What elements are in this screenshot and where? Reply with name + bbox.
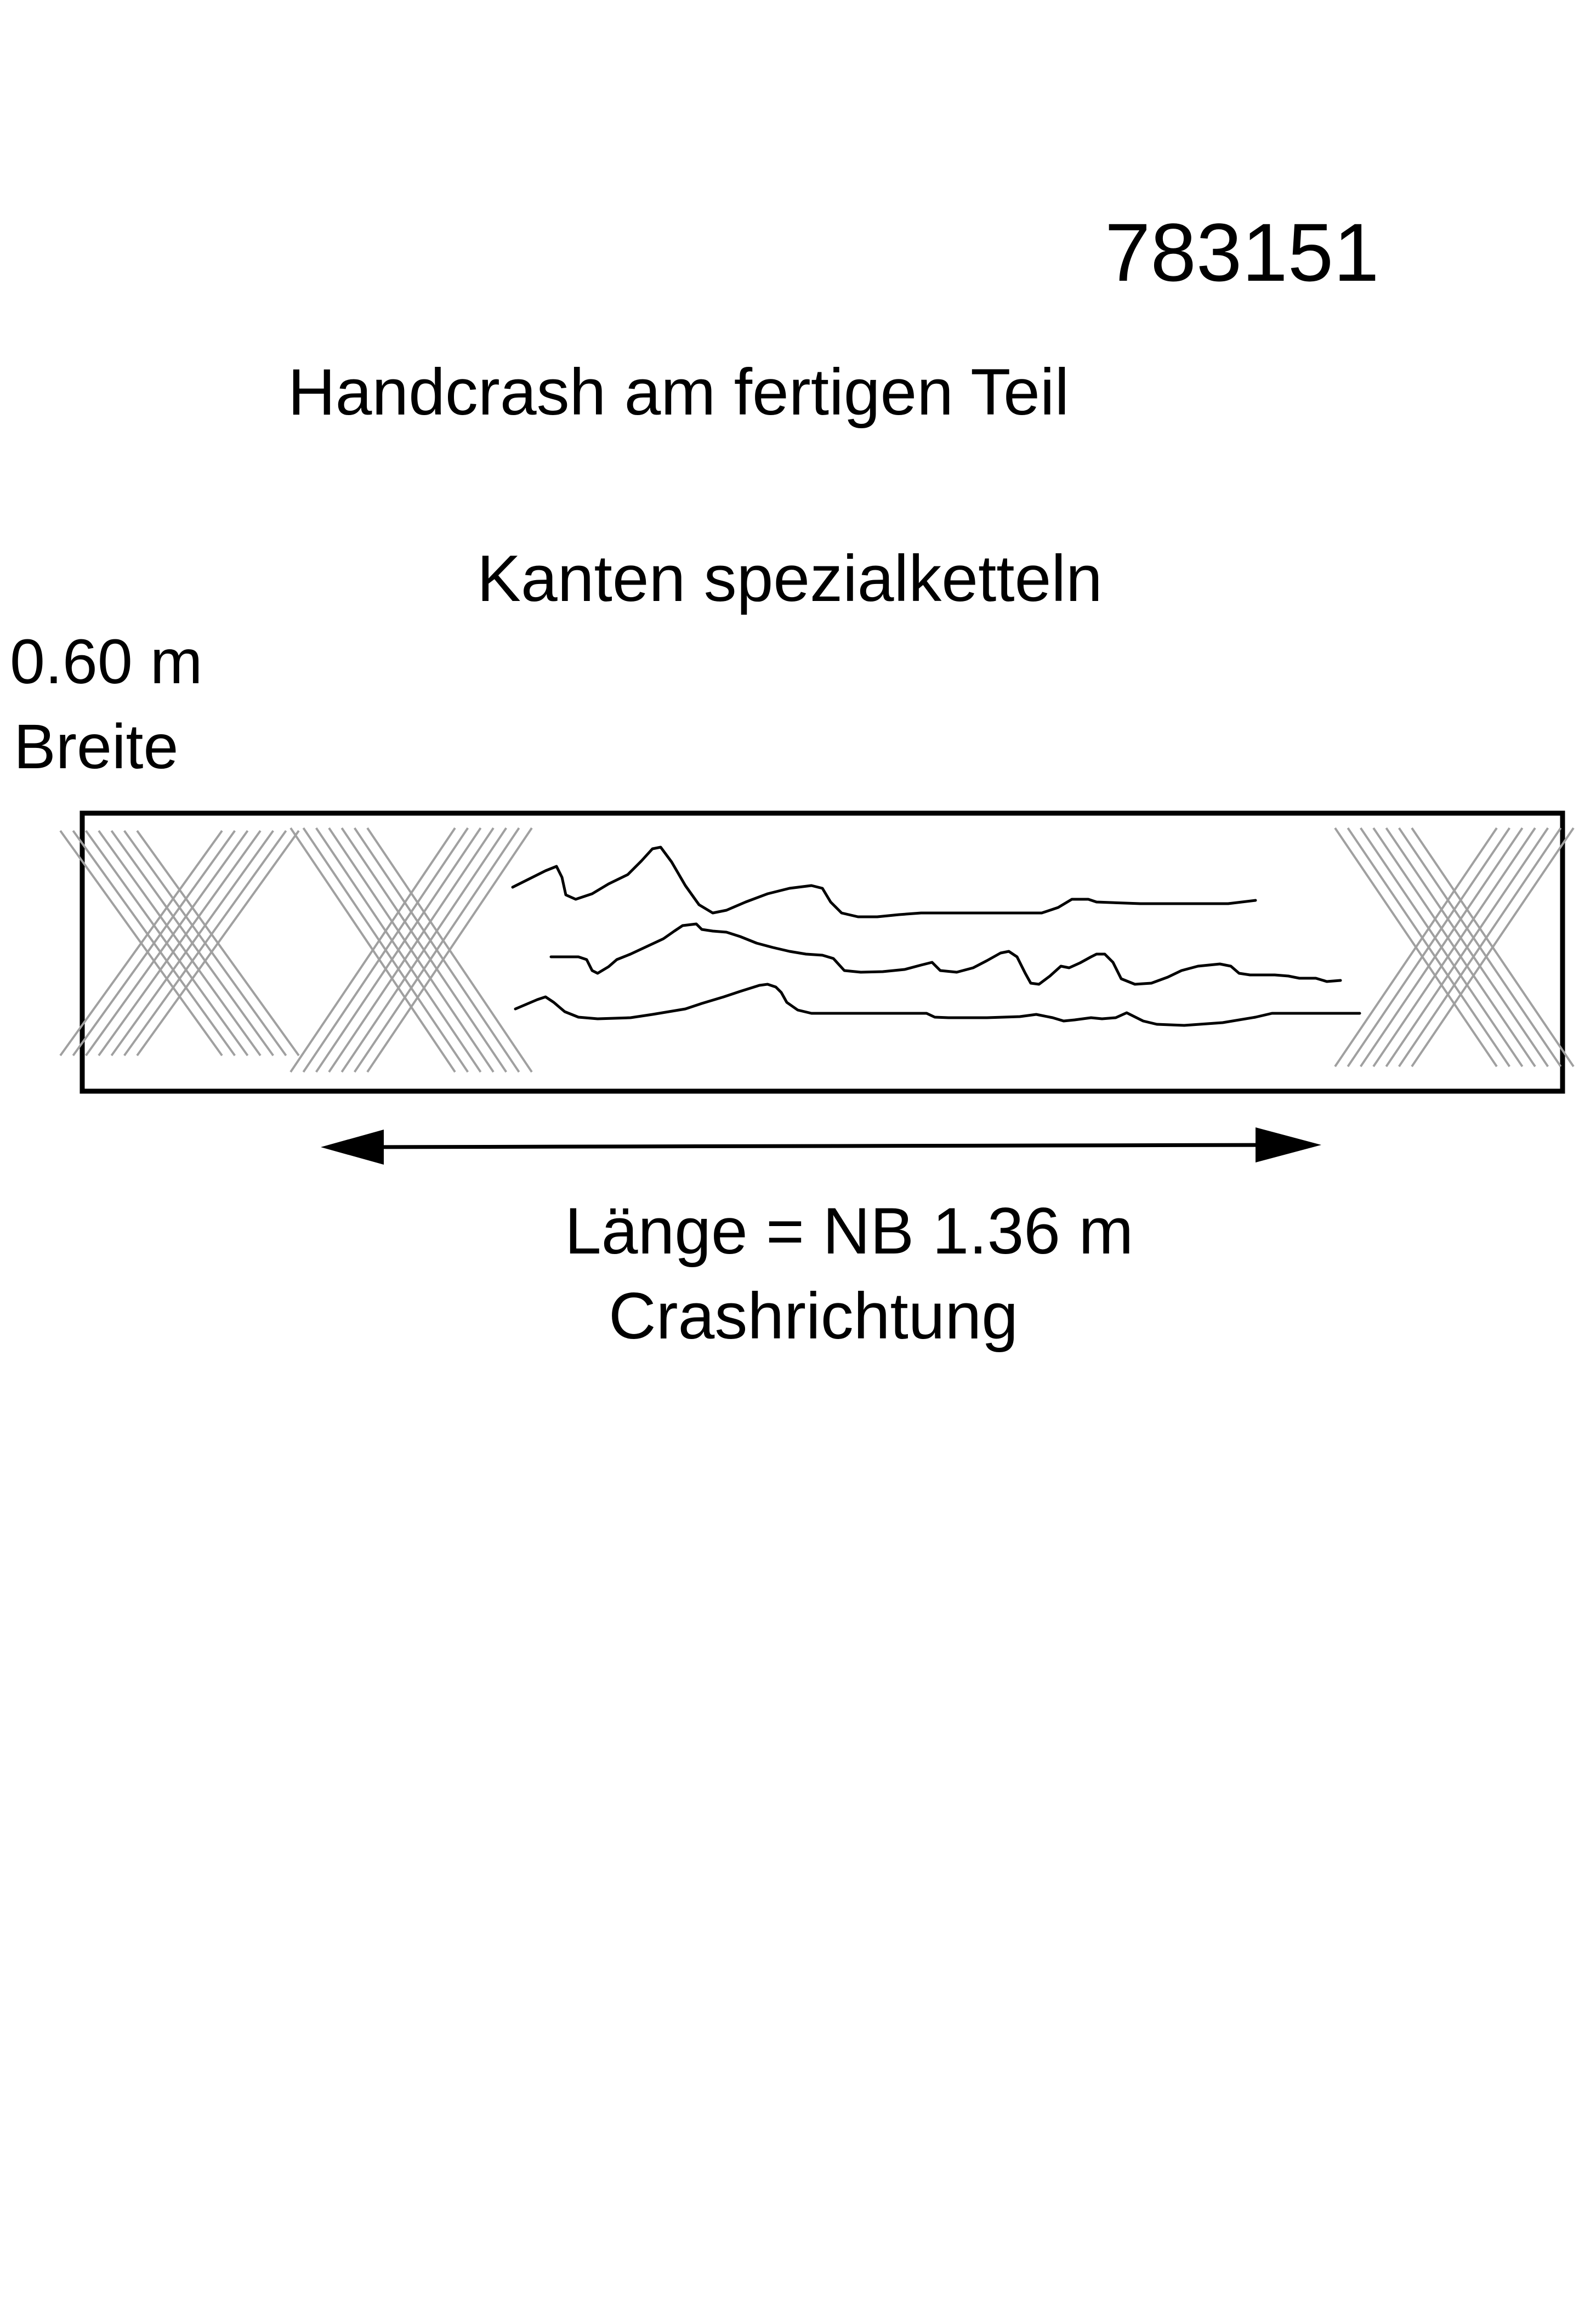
hatch-line [85, 830, 249, 1057]
direction-arrow-icon [321, 1127, 1321, 1165]
hatch-line [136, 830, 300, 1057]
cross-hatch-left-icon [59, 830, 300, 1057]
width-value: 0.60 m [10, 627, 203, 697]
direction-arrow-head-left [321, 1130, 384, 1165]
hatch-line [1398, 827, 1562, 1068]
hatch-line [328, 827, 495, 1073]
hatch-line [366, 827, 533, 1073]
crash-line-bottom [514, 983, 1361, 1027]
direction-arrow-shaft [361, 1143, 1283, 1149]
hatch-line [289, 827, 456, 1073]
hatch-line [354, 827, 520, 1073]
page-subtitle: Kanten spezialketteln [477, 542, 1103, 615]
hatch-line [315, 827, 482, 1073]
hatch-line [98, 830, 262, 1057]
direction-label: Crashrichtung [609, 1279, 1019, 1353]
hatch-line [302, 827, 469, 1073]
hatch-line [1411, 827, 1575, 1068]
hatch-line [1347, 827, 1510, 1068]
crash-line-middle [549, 922, 1342, 986]
cross-hatch-right-icon [1334, 827, 1575, 1068]
hatch-line [340, 827, 507, 1073]
hatch-line [123, 830, 287, 1057]
hatch-line [72, 830, 236, 1057]
hatch-line [59, 830, 223, 1057]
crash-line-top [511, 846, 1257, 918]
fabric-panel [79, 810, 1565, 1094]
length-label: Länge = NB 1.36 m [565, 1194, 1134, 1268]
direction-arrow-head-right [1256, 1127, 1321, 1162]
crash-lines-icon [511, 846, 1361, 1027]
hatch-line [1385, 827, 1549, 1068]
article-number: 783151 [1105, 206, 1379, 298]
page-title: Handcrash am fertigen Teil [288, 355, 1070, 429]
hatch-line [110, 830, 274, 1057]
hatch-line [1372, 827, 1536, 1068]
hatch-line [1360, 827, 1524, 1068]
hatch-line [1334, 827, 1498, 1068]
width-label: Breite [14, 712, 179, 782]
cross-hatch-mid-left-icon [289, 827, 533, 1073]
